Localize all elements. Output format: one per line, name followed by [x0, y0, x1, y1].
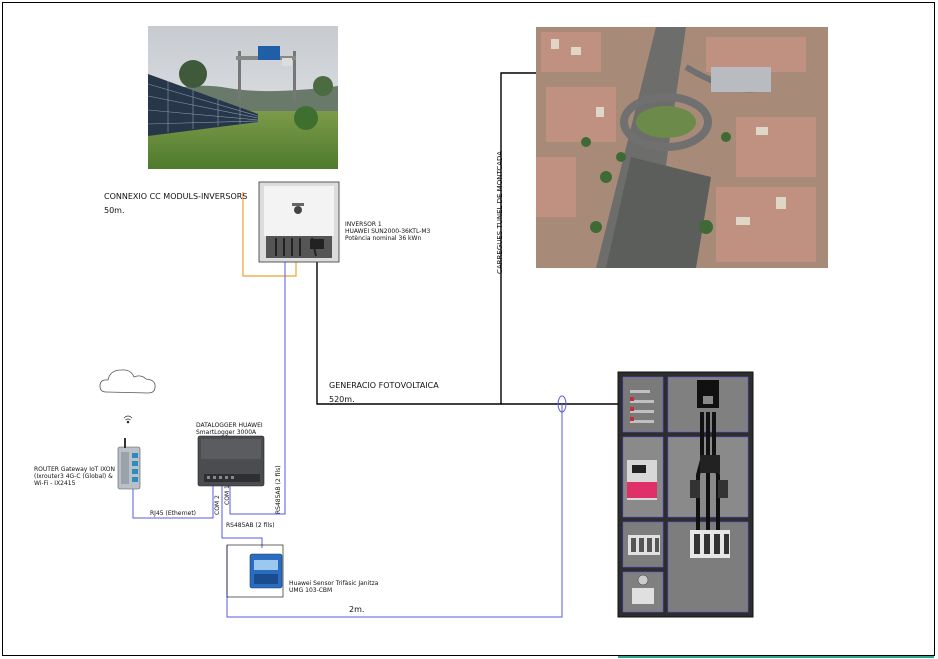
rs485-sensor-cable — [221, 486, 263, 548]
datalogger-label: DATALOGGER HUAWEI SmartLogger 3000A — [196, 422, 263, 436]
datalogger-model: SmartLogger 3000A — [196, 429, 257, 436]
router-name: ROUTER Gateway IoT IXON — [34, 466, 115, 473]
rj45-label: RJ45 (Ethernet) — [150, 510, 197, 517]
inverter-name: INVERSOR 1 — [345, 221, 382, 228]
trench-label: CARREGUES TUNEL DE MONTCADA — [496, 150, 504, 274]
cloud-icon — [99, 369, 156, 394]
rj45-cable — [132, 486, 214, 519]
wifi-icon — [123, 415, 133, 424]
datalogger-name: DATALOGGER HUAWEI — [196, 422, 263, 429]
aerial-city-photo — [536, 27, 828, 268]
router-label: ROUTER Gateway IoT IXON (Ixrouter3 4G-C … — [34, 466, 115, 487]
com1-label: COM 1 — [224, 485, 231, 505]
datalogger-device — [197, 435, 265, 487]
pv-generation-title: GENERACIO FOTOVOLTAICA — [329, 381, 439, 390]
inverter-device — [258, 181, 340, 263]
router-device — [117, 438, 141, 490]
rs485-vertical-label: RS485AB (2 fils) — [275, 465, 282, 514]
sensor-name: Huawei Sensor Trifàsic Janitza — [289, 580, 379, 587]
com2-label: COM 2 — [214, 495, 221, 515]
cc-connection-label: CONNEXIO CC MODULS-INVERSORS 50m. — [104, 192, 247, 216]
pv-generation-distance: 520m. — [329, 395, 355, 404]
dc-cable — [242, 192, 297, 277]
inverter-model: HUAWEI SUN2000-36KTL-M3 — [345, 228, 431, 235]
electrical-panel — [617, 371, 754, 618]
cc-connection-title: CONNEXIO CC MODULS-INVERSORS — [104, 192, 248, 201]
router-model: (Ixrouter3 4G-C (Global) & — [34, 473, 113, 480]
energy-meter-device — [249, 553, 283, 589]
sensor-model: UMG 103-CBM — [289, 587, 333, 594]
pv-generation-label: GENERACIO FOTOVOLTAICA 520m. — [329, 381, 439, 405]
sensor-frame — [226, 544, 284, 598]
inverter-power: Potència nominal 36 kWn — [345, 235, 422, 242]
sensor-label: Huawei Sensor Trifàsic Janitza UMG 103-C… — [289, 580, 378, 594]
current-transformer-icon — [557, 395, 567, 413]
rs485-inverter-cable — [229, 262, 286, 515]
router-wifi: Wi-Fi - IX2415 — [34, 480, 76, 487]
accent-bar — [618, 656, 934, 658]
cc-connection-distance: 50m. — [104, 206, 125, 215]
inverter-label: INVERSOR 1 HUAWEI SUN2000-36KTL-M3 Potèn… — [345, 221, 430, 242]
solar-panels-photo — [148, 26, 338, 169]
rs485-horizontal-label: RS485AB (2 fils) — [226, 522, 275, 529]
distance-2m-label: 2m. — [349, 605, 365, 614]
